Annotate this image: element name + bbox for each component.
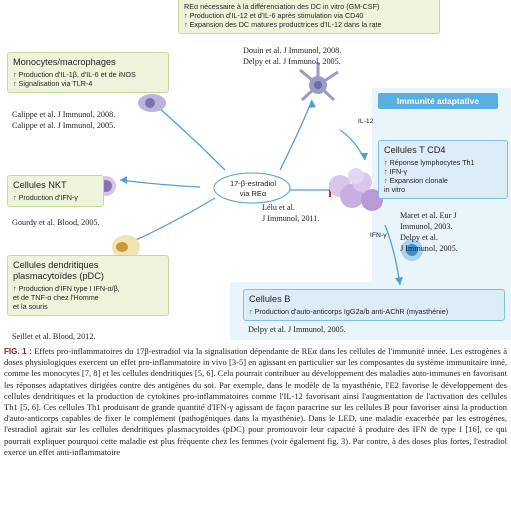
pdc-ref: Seillet et al. Blood, 2012. (12, 332, 96, 341)
dendritic-cell-illustration (299, 62, 339, 102)
center-line-1: 17-β-estradiol (230, 179, 276, 188)
dc-ref-1: Douin et al. J Immunol, 2008. (243, 46, 342, 55)
mono-line-1: ↑ Production d'IL-1β, d'IL-6 et de iNOS (13, 70, 136, 79)
ifng-label: IFN-γ (370, 232, 387, 239)
dc-line-2: ↑ Production d'IL-12 et d'IL-6 après sti… (184, 11, 364, 20)
pdc-cell-illustration (112, 235, 140, 259)
dc-ref-2: Delpy et al. J Immunol, 2005. (243, 57, 341, 66)
mono-line-2: ↑ Signalisation via TLR-4 (13, 79, 93, 88)
figure-caption: FIG. 1 : Effets pro-inflammatoires du 17… (4, 346, 507, 458)
cd4-box: Cellules T CD4 ↑ Réponse lymphocytes Th1… (378, 140, 508, 199)
dc-box: REα nécessaire à la différenciation des … (178, 0, 440, 34)
cd4-line-1: ↑ Réponse lymphocytes Th1 (384, 158, 475, 167)
lelu-ref-2: J Immunol, 2011. (262, 214, 320, 223)
pdc-line-3: et la souris (13, 302, 48, 311)
cd4-ref-2: Immunol, 2003. (400, 222, 453, 231)
cd4-line-3: ↑ Expansion clonale (384, 176, 448, 185)
nkt-line-1: ↑ Production d'IFN-γ (13, 193, 78, 202)
adaptive-immunity-label: Immunité adaptative (378, 93, 498, 109)
b-cell-illustration (401, 239, 423, 261)
cd4-ref-3: Delpy et al. (400, 233, 438, 242)
figure-diagram: REα nécessaire à la différenciation des … (7, 0, 511, 341)
mono-box: Monocytes/macrophages ↑ Production d'IL-… (7, 52, 169, 93)
cd4-ref-1: Maret et al. Eur J (400, 211, 457, 220)
cd4-title: Cellules T CD4 (384, 145, 446, 155)
pdc-line-2: et de TNF-α chez l'Homme (13, 293, 99, 302)
lelu-ref-1: Lélu et al. (262, 203, 295, 212)
center-oval (213, 172, 291, 204)
cd4-line-2: ↑ IFN-γ (384, 167, 408, 176)
t-cell-cluster-illustration (329, 168, 383, 211)
bcell-ref: Delpy et al. J Immunol, 2005. (248, 325, 346, 334)
bcell-box: Cellules B ↑ Production d'auto-anticorps… (243, 289, 505, 321)
mono-title: Monocytes/macrophages (13, 57, 116, 67)
pdc-title: Cellules dendritiques (13, 260, 99, 270)
pdc-box: Cellules dendritiques plasmacytoïdes (pD… (7, 255, 169, 316)
dc-line-3: ↑ Expansion des DC matures productrices … (184, 20, 382, 29)
nkt-box: Cellules NKT ↑ Production d'IFN-γ (7, 175, 104, 207)
figure-number: FIG. 1 : (4, 347, 32, 356)
mono-ref-2: Calippe et al. J Immunol, 2005. (12, 121, 116, 130)
mono-ref-1: Calippe et al. J Immunol, 2008. (12, 110, 116, 119)
center-line-2: via REα (239, 189, 267, 198)
cd4-line-4: in vitro (384, 185, 406, 194)
cd4-ref-4: J Immunol, 2005. (400, 244, 458, 253)
bcell-line-1: ↑ Production d'auto-anticorps IgG2a/b an… (249, 307, 449, 316)
il12-label: IL-12 (358, 118, 374, 125)
pdc-title-2: plasmacytoïdes (pDC) (13, 271, 104, 281)
nkt-ref: Gourdy et al. Blood, 2005. (12, 218, 100, 227)
nkt-title: Cellules NKT (13, 180, 67, 190)
bcell-title: Cellules B (249, 294, 291, 304)
macrophage-illustration (138, 94, 166, 112)
pdc-line-1: ↑ Production d'IFN type I IFN-α/β, (13, 284, 120, 293)
dc-line-1: REα nécessaire à la différenciation des … (184, 2, 380, 11)
caption-text: Effets pro-inflammatoires du 17β-estradi… (4, 346, 507, 457)
